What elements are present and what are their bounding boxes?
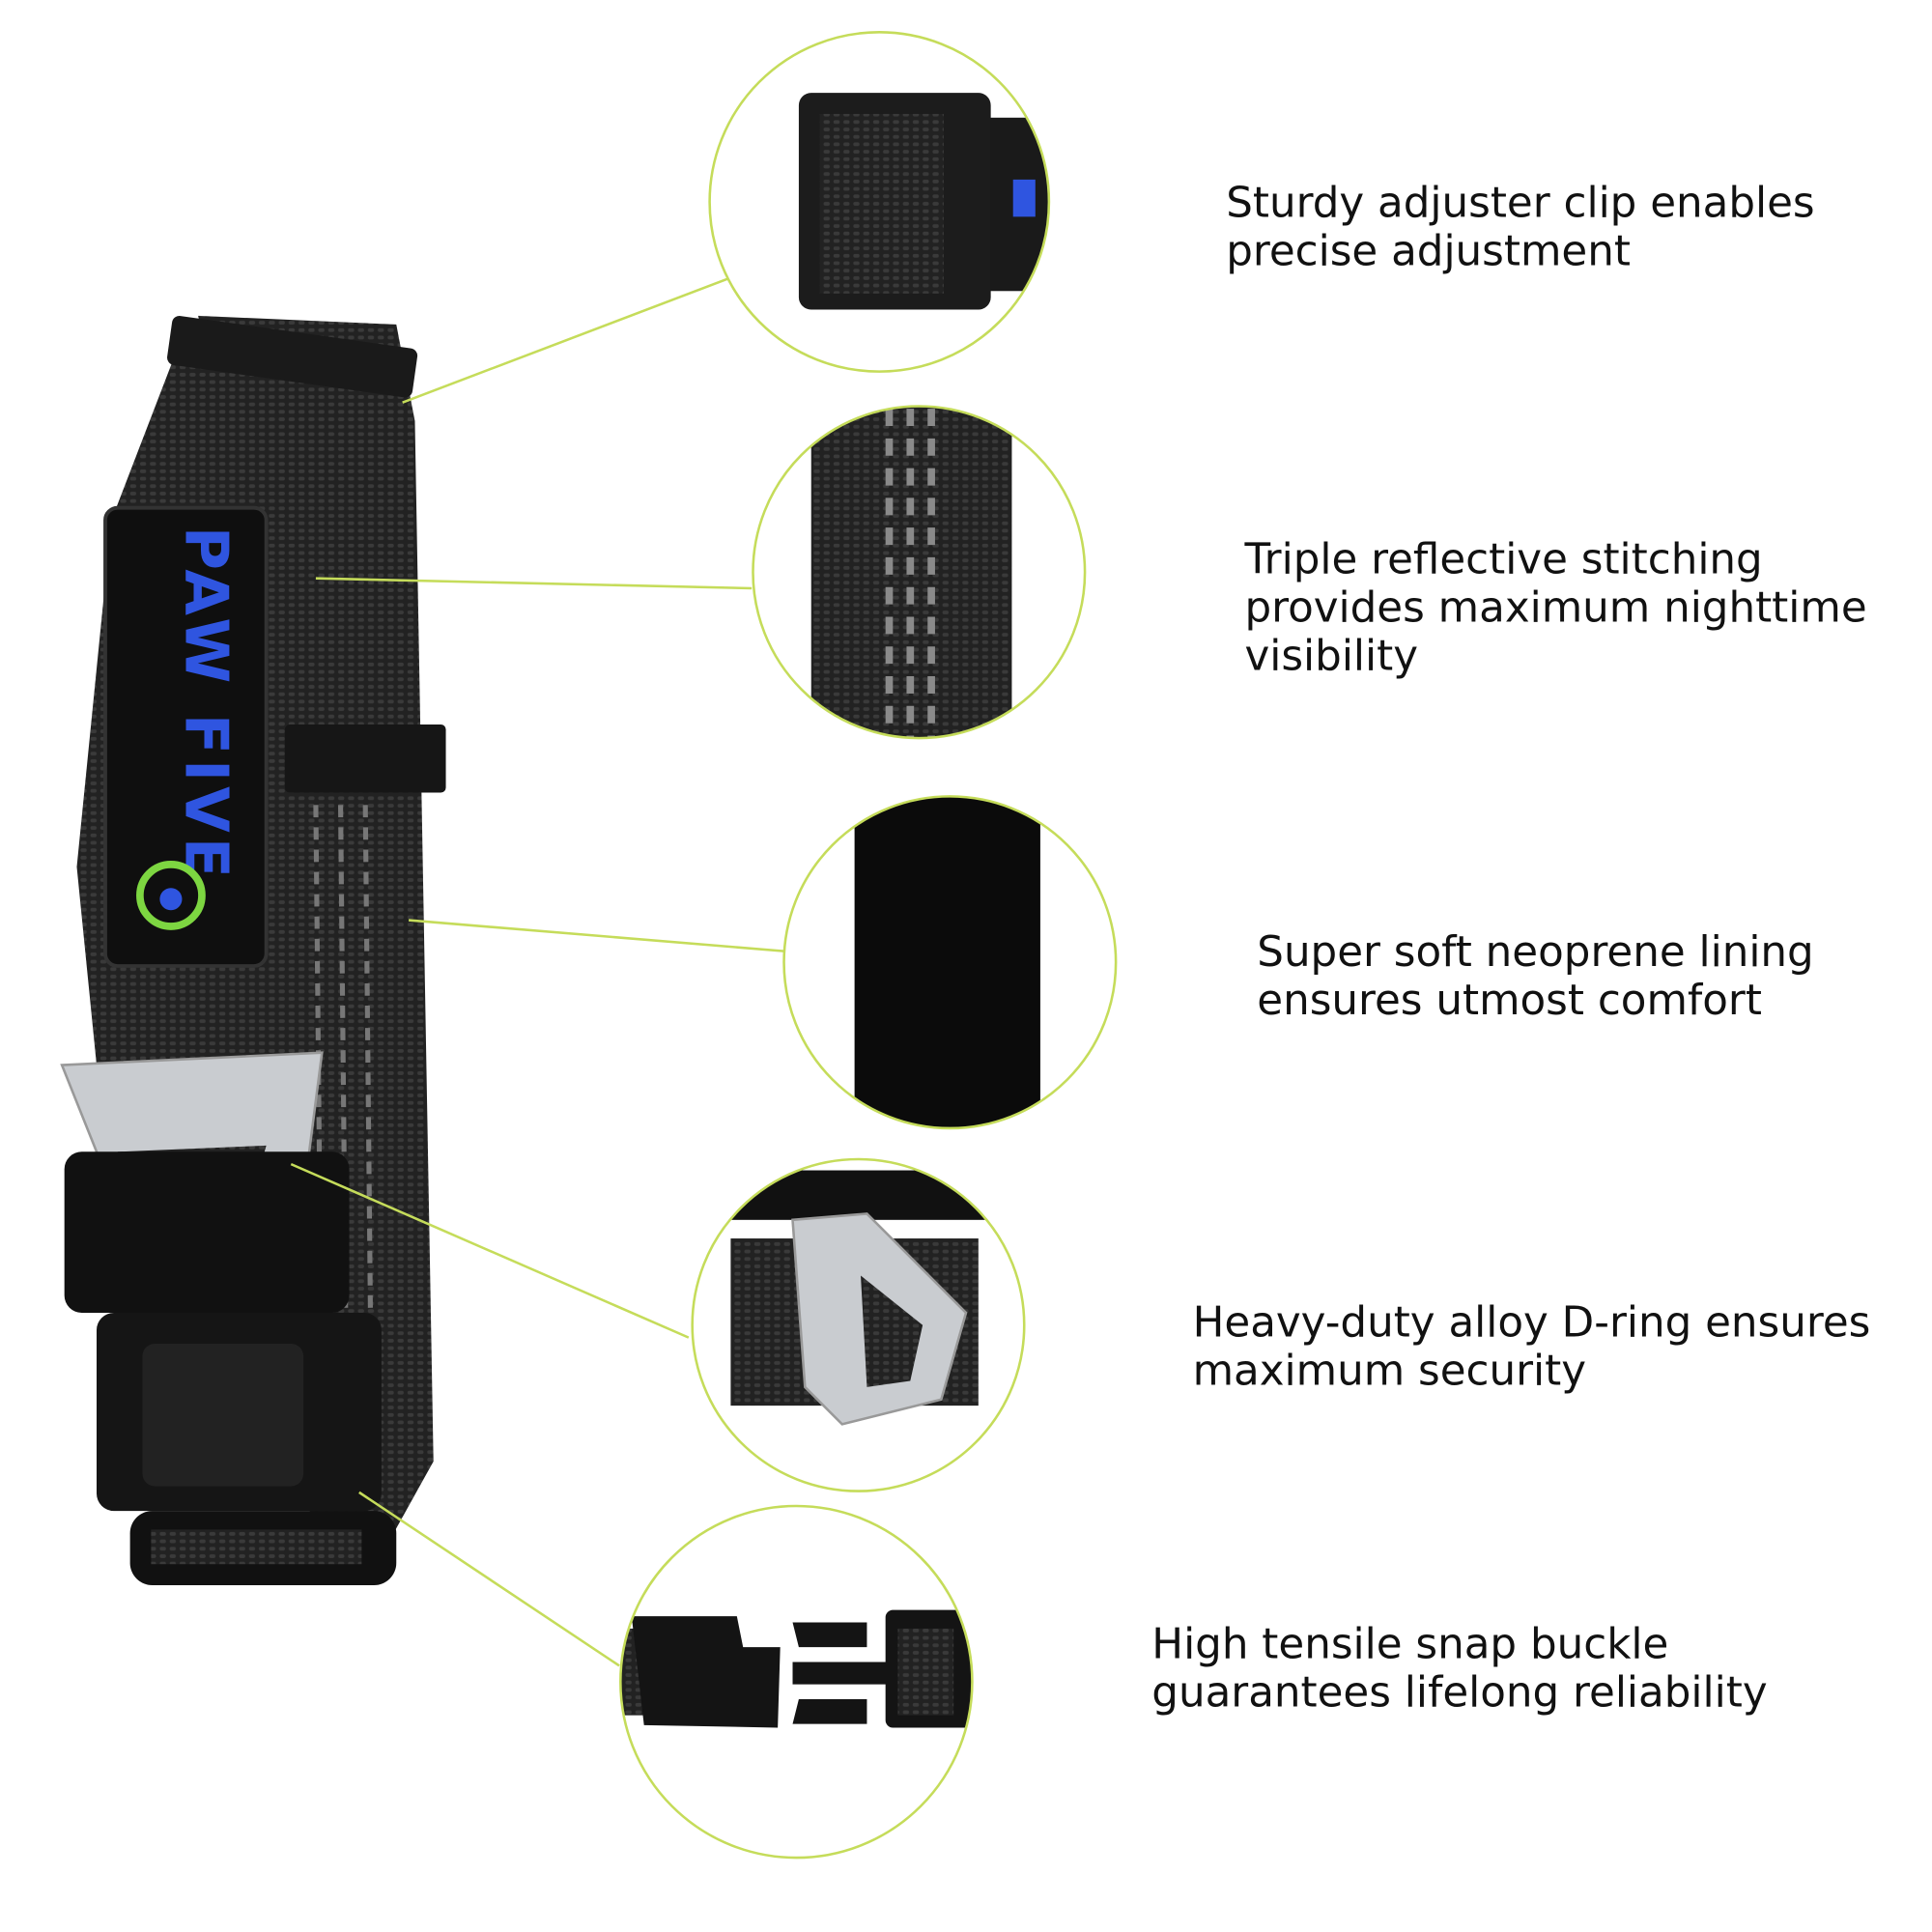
caption-line: Super soft neoprene lining: [1257, 928, 1813, 977]
detail-snap-buckle: [619, 1504, 974, 1860]
caption-line: precise adjustment: [1226, 227, 1631, 275]
caption-line: High tensile snap buckle: [1151, 1621, 1668, 1669]
detail-reflective-stitching: [752, 405, 1087, 740]
detail-neoprene-lining: [782, 795, 1118, 1130]
caption-line: ensures utmost comfort: [1257, 977, 1762, 1025]
detail-d-ring: [691, 1157, 1026, 1492]
caption-line: visibility: [1244, 633, 1418, 681]
caption-line: Triple reflective stitching: [1243, 536, 1762, 584]
feature-caption-1: Sturdy adjuster clip enables precise adj…: [1226, 179, 1814, 275]
paw-five-logo: PAW FIVE: [171, 526, 241, 883]
feature-caption-2: Triple reflective stitching provides max…: [1243, 536, 1866, 681]
caption-line: guarantees lifelong reliability: [1151, 1669, 1767, 1718]
caption-line: provides maximum nighttime: [1244, 584, 1866, 633]
feature-caption-4: Heavy-duty alloy D-ring ensures maximum …: [1193, 1298, 1871, 1395]
detail-adjuster-clip: [708, 31, 1051, 373]
caption-line: maximum security: [1193, 1347, 1586, 1395]
connector-lines: [290, 277, 784, 1667]
collar-image: PAW FIVE: [60, 315, 446, 1586]
feature-caption-5: High tensile snap buckle guarantees life…: [1151, 1621, 1767, 1718]
feature-caption-3: Super soft neoprene lining ensures utmos…: [1257, 928, 1813, 1025]
caption-line: Heavy-duty alloy D-ring ensures: [1193, 1298, 1871, 1347]
caption-line: Sturdy adjuster clip enables: [1226, 179, 1814, 227]
